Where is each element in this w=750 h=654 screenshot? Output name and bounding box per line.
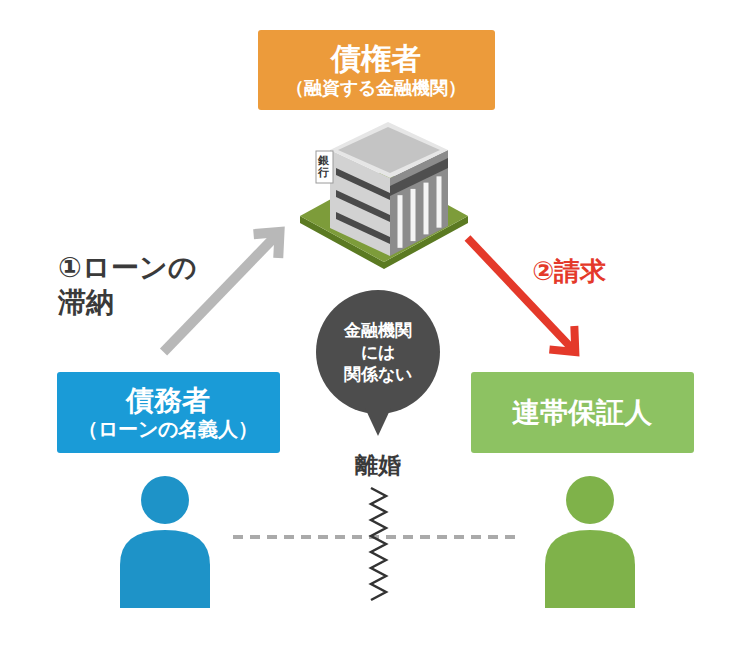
building-windows	[336, 158, 448, 248]
node-title: 債務者	[126, 384, 210, 418]
building-roof-inner	[338, 127, 440, 173]
guarantor-box: 連帯保証人	[471, 372, 694, 453]
guarantor-head	[566, 476, 614, 524]
edge-label: ②請求	[532, 255, 652, 288]
bubble-tail	[365, 408, 391, 436]
divorce-crack	[371, 488, 386, 600]
window-band	[336, 212, 390, 244]
connector	[468, 238, 576, 352]
connector-line	[164, 232, 280, 352]
node-title: 金融機関 には 関係ない	[328, 319, 428, 385]
connector	[164, 232, 280, 352]
column	[398, 195, 403, 248]
bank-sign	[316, 151, 333, 183]
node-subtitle: （融資する金融機関）	[286, 77, 466, 99]
node-title: 連帯保証人	[512, 396, 652, 430]
debtor-body	[120, 530, 210, 608]
edge-label: ①ローンの 滞納	[58, 250, 233, 320]
guarantor-body	[545, 530, 635, 608]
connector-line	[468, 238, 576, 352]
speech-bubble: 金融機関 には 関係ない	[316, 290, 440, 414]
creditor-box: 債権者（融資する金融機関）	[258, 30, 495, 110]
node-title: 債権者	[331, 41, 421, 77]
bubble-circle	[316, 290, 440, 414]
column	[411, 189, 416, 241]
debtor-head	[141, 476, 189, 524]
debtor-box: 債務者（ローンの名義人）	[57, 372, 280, 453]
column	[424, 183, 429, 235]
arrowhead	[549, 326, 575, 352]
divorce-label: 離婚	[348, 452, 408, 480]
column	[437, 176, 442, 227]
arrowhead	[254, 232, 280, 258]
sign-text: 銀行	[318, 155, 329, 179]
node-subtitle: （ローンの名義人）	[78, 417, 258, 441]
